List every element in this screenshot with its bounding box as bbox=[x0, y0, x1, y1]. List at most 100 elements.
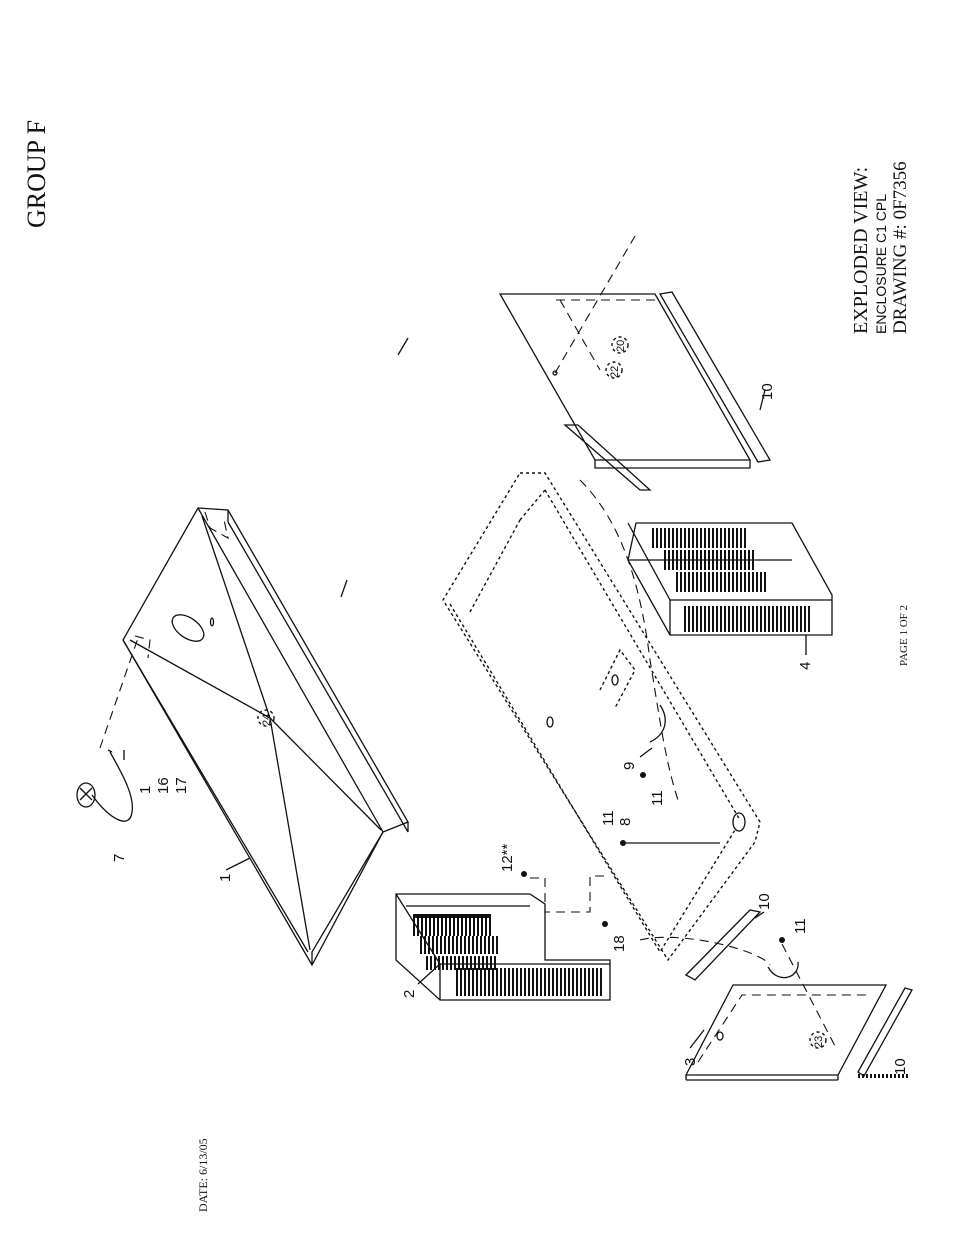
top-panel bbox=[123, 508, 408, 965]
louver-slot bbox=[886, 1074, 888, 1078]
callout-24: 24 bbox=[261, 714, 273, 726]
louver-slot bbox=[488, 936, 490, 954]
louver-slot bbox=[858, 1074, 860, 1078]
louver-slot bbox=[808, 606, 810, 632]
louver-slot bbox=[724, 572, 726, 592]
louver-slot bbox=[449, 914, 451, 936]
callout-8: 8 bbox=[617, 818, 634, 826]
louver-slot bbox=[468, 936, 470, 954]
louver-slot bbox=[457, 914, 459, 936]
louver-slot bbox=[429, 914, 431, 936]
louver-slot bbox=[680, 550, 682, 570]
louver-slot bbox=[890, 1074, 892, 1078]
louver-slot bbox=[512, 968, 514, 996]
louver-slot bbox=[461, 914, 463, 936]
louver-slot bbox=[676, 528, 678, 548]
louver-slot bbox=[720, 572, 722, 592]
louver-slot bbox=[556, 968, 558, 996]
louver-slot bbox=[436, 936, 438, 954]
callout-17: 17 bbox=[173, 777, 190, 794]
louver-slot bbox=[596, 968, 598, 996]
louver-slot bbox=[720, 606, 722, 632]
louver-slot bbox=[482, 956, 484, 970]
callout-4: 4 bbox=[797, 662, 814, 670]
louver-slot bbox=[716, 528, 718, 548]
louver-slot bbox=[756, 572, 758, 592]
louver-slot bbox=[494, 956, 496, 970]
louver-slot bbox=[676, 550, 678, 570]
louver-slot bbox=[424, 936, 426, 954]
louver-slot bbox=[428, 936, 430, 954]
louver-slot bbox=[433, 914, 435, 936]
louver-slot bbox=[656, 528, 658, 548]
louver-slot bbox=[496, 936, 498, 954]
louver-slot bbox=[460, 936, 462, 954]
louver-slot bbox=[668, 550, 670, 570]
louver-slot bbox=[492, 968, 494, 996]
louver-slot bbox=[728, 528, 730, 548]
louver-slot bbox=[688, 550, 690, 570]
louver-slot bbox=[450, 956, 452, 970]
louver-slot bbox=[536, 968, 538, 996]
louver-slot bbox=[460, 968, 462, 996]
louver-slot bbox=[708, 550, 710, 570]
louver-slot bbox=[792, 606, 794, 632]
louver-slot bbox=[740, 572, 742, 592]
louver-slot bbox=[700, 550, 702, 570]
louver-slot bbox=[477, 914, 479, 936]
louver-slot bbox=[600, 968, 602, 996]
louver-slot bbox=[473, 914, 475, 936]
louver-slot bbox=[454, 956, 456, 970]
louver-slot bbox=[688, 528, 690, 548]
louver-slot bbox=[516, 968, 518, 996]
upper-right-panel bbox=[500, 236, 770, 468]
louver-slot bbox=[728, 572, 730, 592]
louver-slot bbox=[676, 572, 678, 592]
louver-slot bbox=[704, 606, 706, 632]
louver-slot bbox=[432, 936, 434, 954]
louver-slot bbox=[425, 914, 427, 936]
louver-slot bbox=[448, 936, 450, 954]
louver-slot bbox=[788, 606, 790, 632]
louver-slot bbox=[732, 572, 734, 592]
louver-slot bbox=[898, 1074, 900, 1078]
louver-slot bbox=[728, 606, 730, 632]
louver-slot bbox=[489, 914, 491, 936]
louver-slot bbox=[684, 550, 686, 570]
louver-slot bbox=[752, 606, 754, 632]
louver-slot bbox=[760, 572, 762, 592]
louver-slot bbox=[716, 550, 718, 570]
louver-slot bbox=[544, 968, 546, 996]
louver-slot bbox=[748, 572, 750, 592]
louver-slot bbox=[672, 528, 674, 548]
louver-slot bbox=[712, 606, 714, 632]
louver-slot bbox=[708, 528, 710, 548]
louver-slot bbox=[700, 606, 702, 632]
louver-slot bbox=[430, 956, 432, 970]
louver-slot bbox=[668, 528, 670, 548]
louver-slot bbox=[692, 550, 694, 570]
louver-slot bbox=[736, 606, 738, 632]
louver-slot bbox=[508, 968, 510, 996]
louver-slot bbox=[462, 956, 464, 970]
louver-slot bbox=[485, 914, 487, 936]
louver-slot bbox=[532, 968, 534, 996]
louver-slot bbox=[804, 606, 806, 632]
louver-slot bbox=[441, 914, 443, 936]
louver-slot bbox=[548, 968, 550, 996]
louver-slot bbox=[500, 968, 502, 996]
louver-slot bbox=[438, 956, 440, 970]
callout-2: 2 bbox=[401, 990, 418, 998]
louver-slot bbox=[584, 968, 586, 996]
stray-mark bbox=[341, 580, 347, 597]
louver-slot bbox=[772, 606, 774, 632]
louver-slot bbox=[437, 914, 439, 936]
louver-slot bbox=[688, 606, 690, 632]
louver-slot bbox=[692, 528, 694, 548]
louver-slot bbox=[446, 956, 448, 970]
louver-slot bbox=[672, 550, 674, 570]
louver-slot bbox=[866, 1074, 868, 1078]
louver-slot bbox=[580, 968, 582, 996]
louver-slot bbox=[744, 550, 746, 570]
